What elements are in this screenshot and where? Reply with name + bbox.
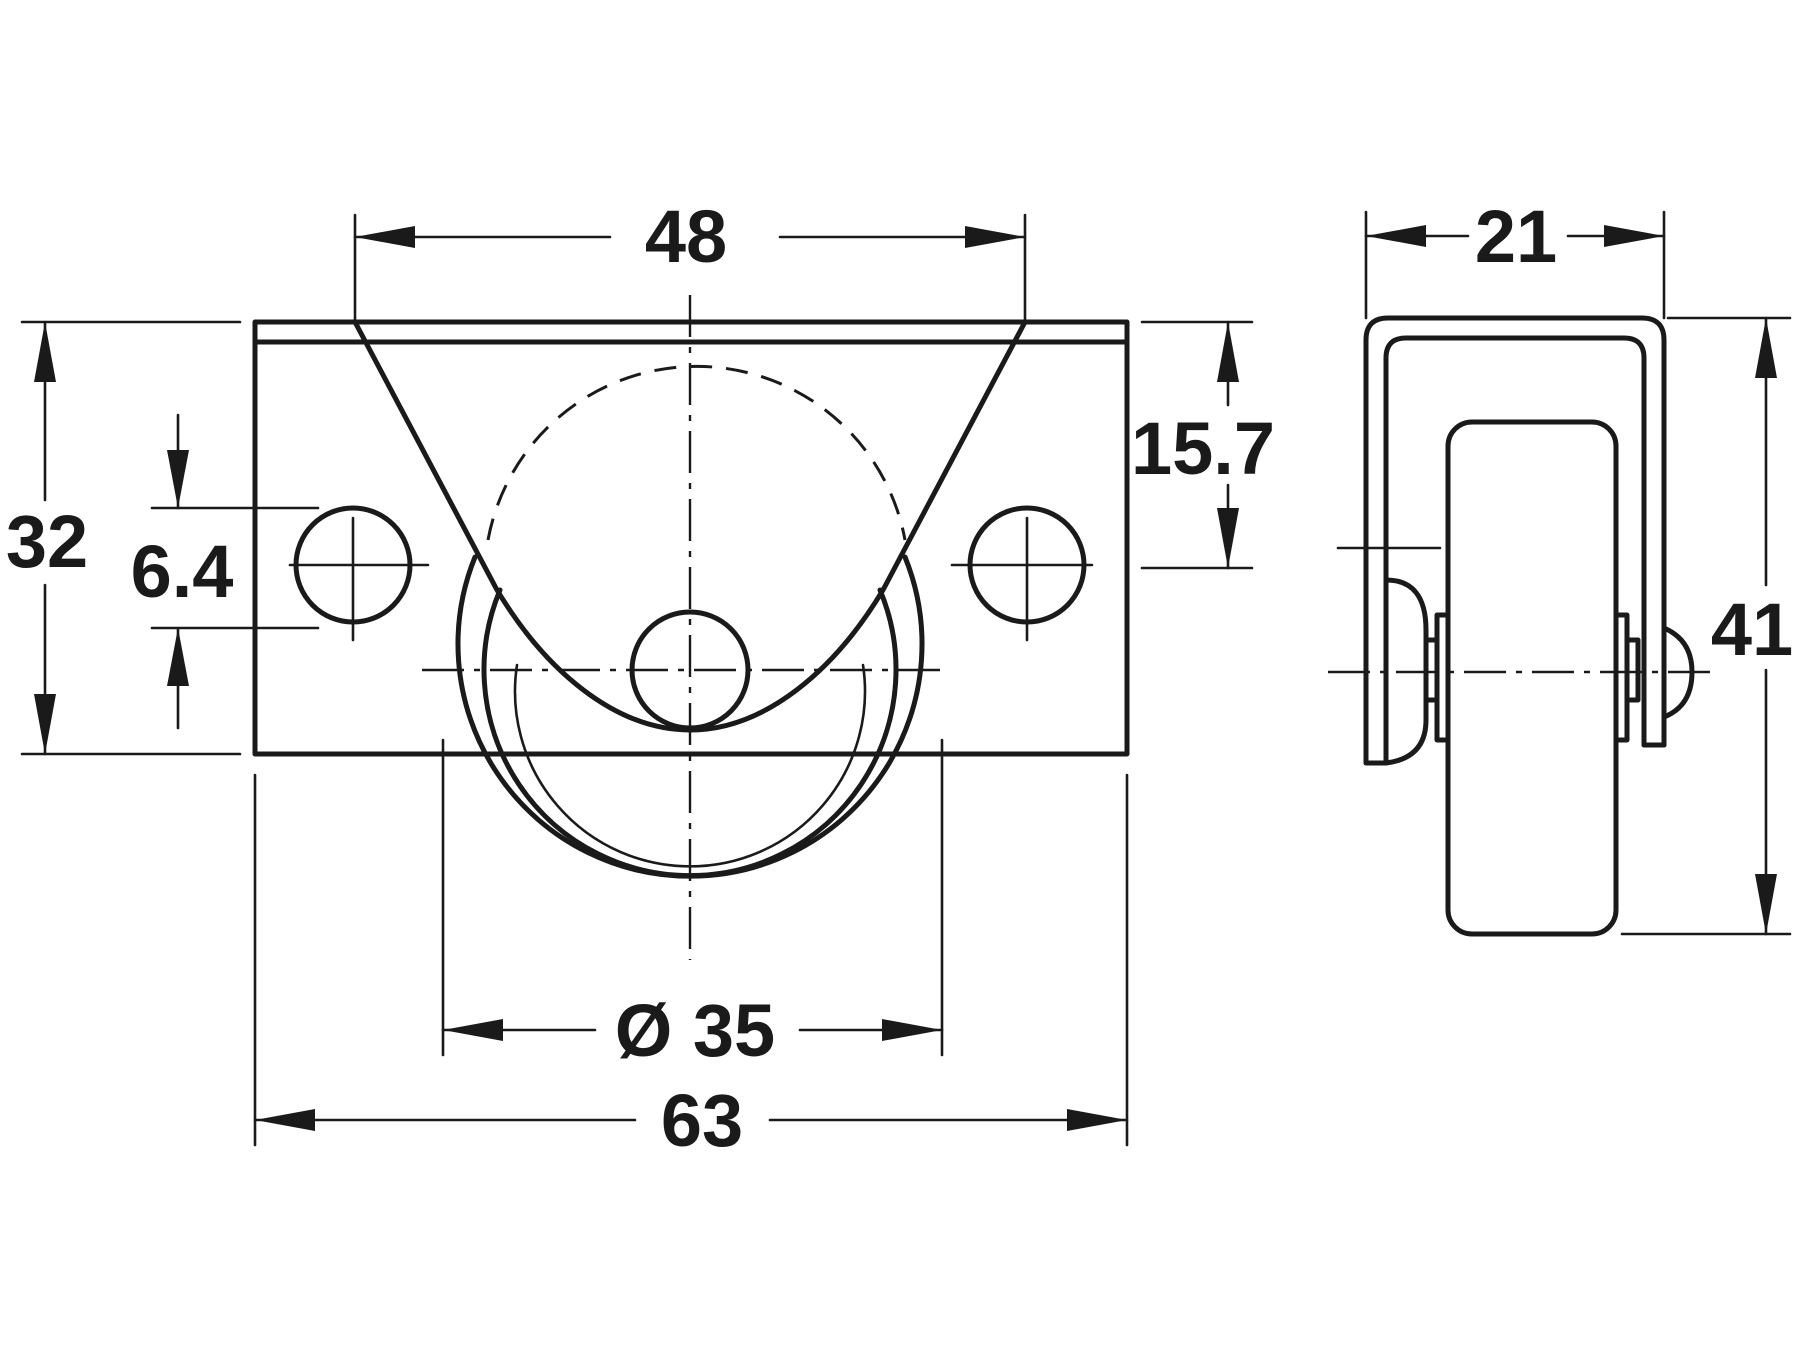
dim-label-diameter-35: Ø 35 <box>615 989 775 1072</box>
dim-label-48: 48 <box>645 195 727 278</box>
dimension-21: 21 <box>1364 195 1666 320</box>
dim-label-15-7: 15.7 <box>1131 407 1275 490</box>
dimension-diameter-35: Ø 35 <box>441 738 944 1072</box>
dimension-6-4: 6.4 <box>131 413 320 730</box>
dim-label-32: 32 <box>6 500 88 583</box>
side-view <box>1328 315 1720 937</box>
side-bracket-inner <box>1383 335 1647 766</box>
dimension-63: 63 <box>253 773 1129 1162</box>
side-axle-spacer-left <box>1434 612 1451 743</box>
dim-label-6-4: 6.4 <box>131 530 234 613</box>
dimension-15-7: 15.7 <box>1131 320 1275 570</box>
dimension-41: 41 <box>1620 316 1793 936</box>
front-view <box>252 295 1130 960</box>
side-axle-nut-left <box>1383 577 1429 766</box>
side-axle-washer-right <box>1624 637 1641 703</box>
dimension-48: 48 <box>353 195 1027 324</box>
wheel-hidden-outline <box>486 364 907 541</box>
side-wheel <box>1445 419 1619 937</box>
side-bracket-outer <box>1363 315 1667 766</box>
dim-label-41: 41 <box>1711 588 1793 671</box>
dim-label-63: 63 <box>661 1079 743 1162</box>
dimension-32: 32 <box>6 320 242 756</box>
dim-label-21: 21 <box>1475 195 1557 278</box>
